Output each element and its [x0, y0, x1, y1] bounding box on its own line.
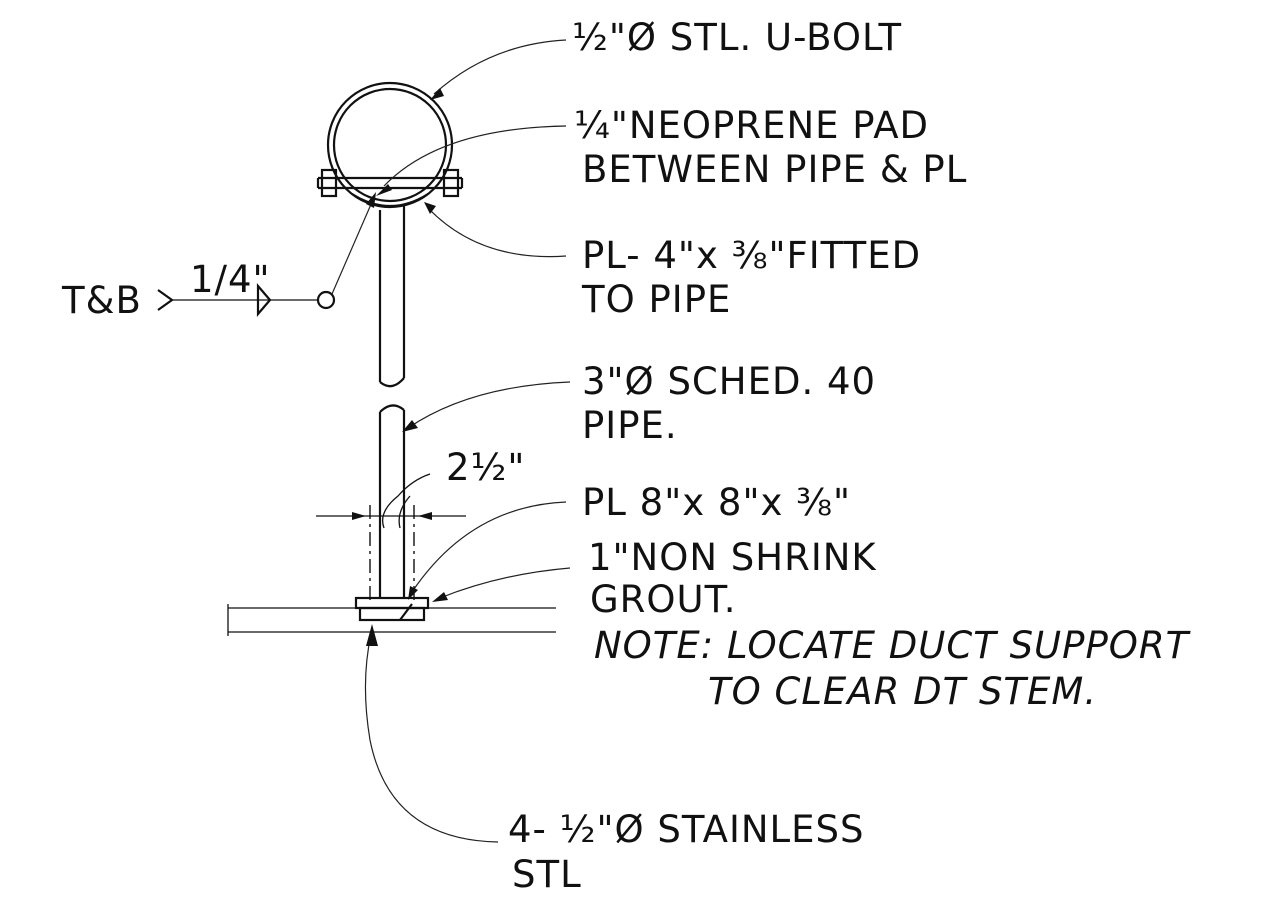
label-grout-line2: GROUT.: [590, 578, 737, 621]
weld-symbol: T&B 1/4": [61, 192, 376, 322]
label-neoprene-line2: BETWEEN PIPE & PL: [582, 148, 967, 191]
label-anchor-line1: 4- ½"Ø STAINLESS: [508, 808, 865, 851]
label-plate-line2: TO PIPE: [581, 278, 731, 321]
label-plate-line1: PL- 4"x ⅜"FITTED: [582, 234, 921, 277]
label-note-line2: TO CLEAR DT STEM.: [708, 670, 1097, 713]
grout-bed: [358, 606, 426, 622]
weld-symbol-label: T&B: [61, 279, 142, 322]
label-note-line1: NOTE: LOCATE DUCT SUPPORT: [594, 624, 1191, 667]
leader-lines: [364, 39, 571, 843]
dimension-label: 2½": [446, 446, 525, 489]
label-grout-line1: 1"NON SHRINK: [588, 536, 877, 579]
pipe-outline: [332, 87, 448, 203]
callout-labels: ½"Ø STL. U-BOLT ¼"NEOPRENE PAD BETWEEN P…: [508, 16, 1191, 896]
u-bolt-nut-right: [442, 168, 460, 198]
base-plate: [354, 596, 430, 610]
label-pipe-line2: PIPE.: [582, 404, 678, 447]
dimension-2-1-2: 2½": [316, 446, 525, 529]
base-assembly: [227, 596, 556, 636]
label-pipe-line1: 3"Ø SCHED. 40: [582, 360, 876, 403]
label-u-bolt: ½"Ø STL. U-BOLT: [572, 16, 902, 59]
fitted-plate: [351, 193, 429, 208]
stem-pipe-lower: [369, 404, 415, 600]
weld-all-around-circle: [316, 290, 336, 310]
label-neoprene-line1: ¼"NEOPRENE PAD: [574, 104, 929, 147]
stem-pipe-upper: [378, 205, 406, 388]
label-base-plate: PL 8"x 8"x ⅜": [582, 481, 851, 524]
u-bolt-nut-left: [320, 168, 338, 198]
label-anchor-line2: STL: [512, 853, 582, 896]
weld-size-label: 1/4": [190, 258, 271, 301]
